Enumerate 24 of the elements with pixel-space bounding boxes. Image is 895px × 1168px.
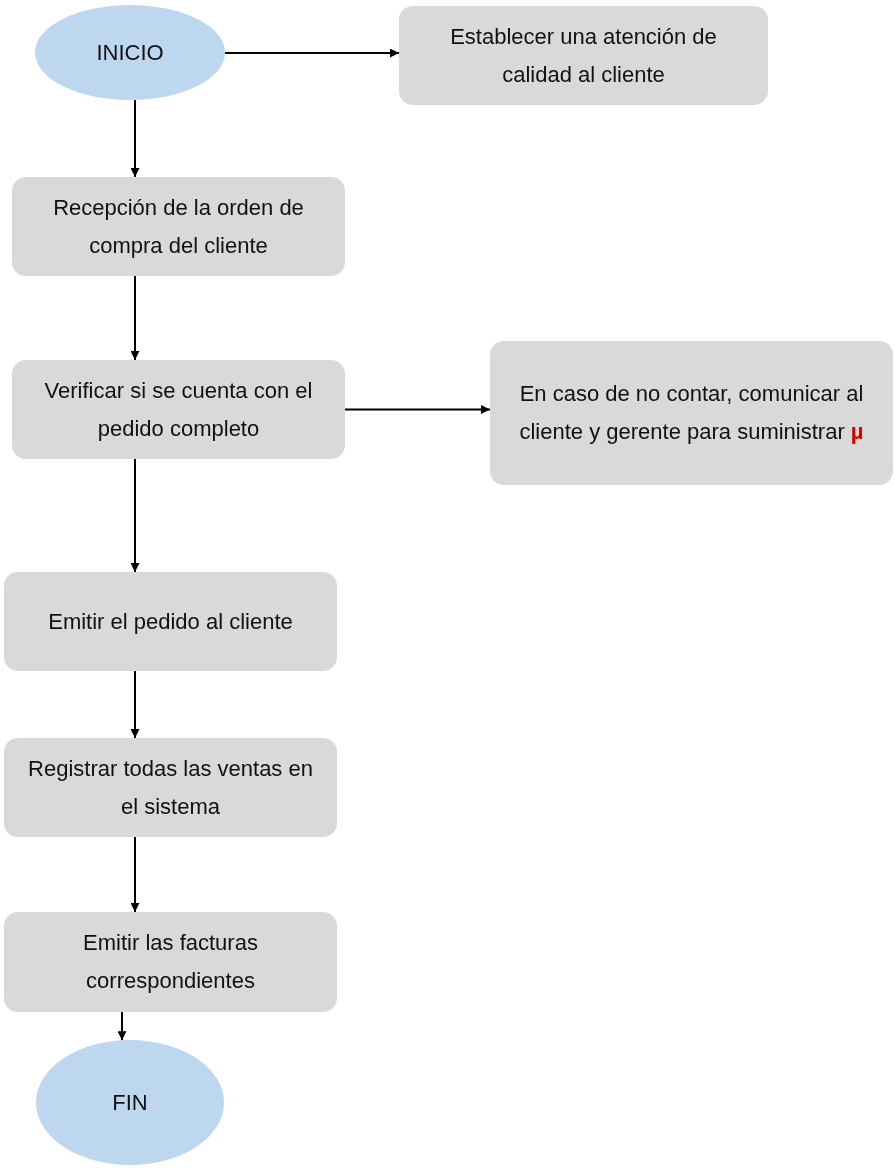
step-text: Registrar todas las ventas en el sistema <box>27 754 314 821</box>
arrow <box>130 670 140 739</box>
step-text: Recepción de la orden de compra del cliente <box>52 193 305 260</box>
process-box <box>4 572 337 671</box>
process-box <box>12 177 345 276</box>
process-box <box>490 341 893 485</box>
step-text: Emitir las facturas correspondientes <box>82 929 259 995</box>
step-text: INICIO <box>95 38 165 67</box>
process-box <box>4 912 337 1012</box>
arrow <box>130 836 140 913</box>
step-text: Emitir el pedido al cliente <box>47 607 294 636</box>
arrow <box>130 98 140 178</box>
arrow <box>224 48 400 58</box>
arrow <box>117 1011 127 1042</box>
process-box <box>4 738 337 837</box>
step-text: En caso de no contar, comunicar al cliente y gerente para suministrar µ <box>518 380 865 446</box>
arrow <box>130 275 140 361</box>
step-text: Establecer una atención de calidad al cliente <box>449 22 718 89</box>
step-text: FIN <box>111 1088 149 1117</box>
arrow <box>130 458 140 573</box>
process-box <box>12 360 345 459</box>
process-box <box>399 6 768 105</box>
step-text: Verificar si se cuenta con el pedido completo <box>43 376 314 443</box>
arrow <box>344 405 491 414</box>
